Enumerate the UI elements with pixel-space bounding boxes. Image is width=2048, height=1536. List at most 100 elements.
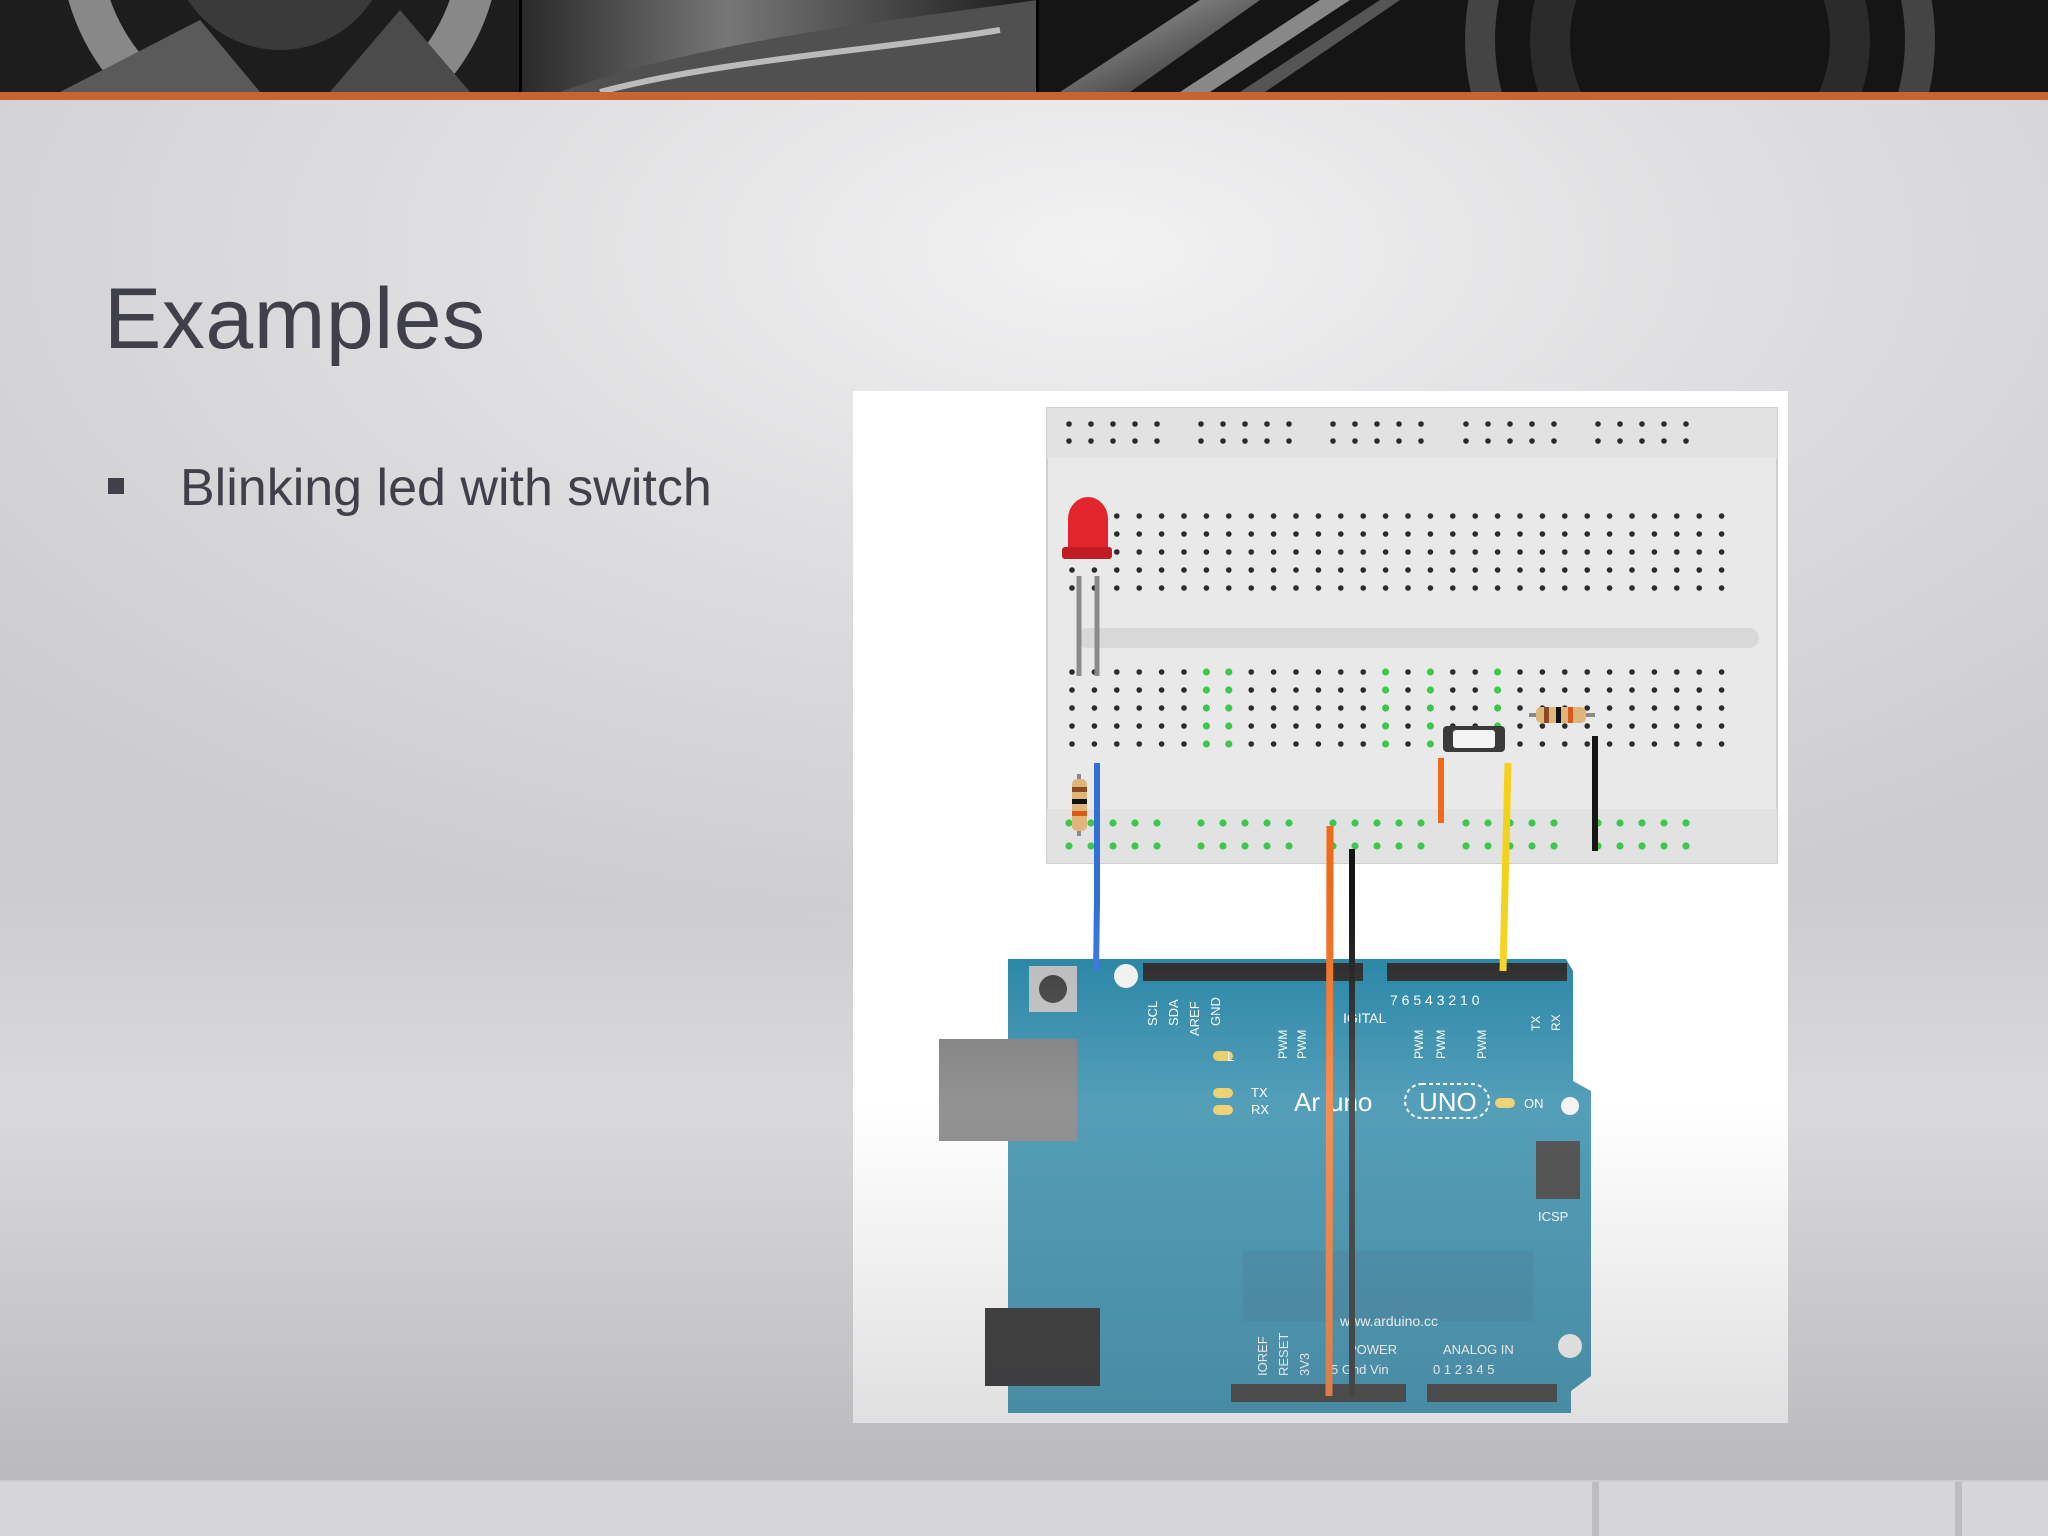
breadboard-hole: [1651, 723, 1658, 729]
breadboard-hole: [1091, 741, 1098, 747]
breadboard-hole: [1696, 669, 1702, 675]
breadboard-hole: [1131, 819, 1139, 827]
breadboard-hole: [1517, 687, 1523, 693]
breadboard-hole: [1417, 842, 1425, 850]
breadboard-hole: [1606, 531, 1613, 537]
breadboard-hole: [1181, 705, 1187, 711]
breadboard-hole: [1682, 842, 1690, 850]
led-tx-indicator: [1213, 1088, 1233, 1098]
breadboard-hole: [1528, 842, 1536, 850]
breadboard-hole: [1285, 819, 1293, 827]
breadboard-hole: [1315, 723, 1322, 729]
breadboard-hole: [1352, 438, 1358, 444]
breadboard-hole: [1225, 722, 1233, 730]
board-model: UNO: [1419, 1087, 1477, 1117]
breadboard-hole: [1114, 549, 1120, 555]
breadboard-hole: [1248, 567, 1254, 573]
breadboard-hole: [1315, 567, 1322, 573]
breadboard-hole: [1226, 567, 1232, 573]
breadboard-hole: [1606, 585, 1613, 591]
breadboard-hole: [1606, 705, 1613, 711]
breadboard-hole: [1595, 421, 1601, 427]
breadboard-hole: [1203, 567, 1210, 573]
breadboard-hole: [1114, 513, 1120, 519]
breadboard-hole: [1629, 741, 1635, 747]
breadboard-hole: [1315, 531, 1322, 537]
breadboard-hole: [1472, 687, 1478, 693]
breadboard-hole: [1136, 531, 1142, 537]
chip-area: [1243, 1251, 1533, 1321]
breadboard-hole: [1338, 723, 1344, 729]
breadboard-hole: [1674, 687, 1680, 693]
breadboard-hole: [1551, 421, 1557, 427]
breadboard-hole: [1338, 549, 1344, 555]
breadboard-hole: [1270, 513, 1277, 519]
breadboard-hole: [1485, 421, 1491, 427]
breadboard-hole: [1158, 741, 1165, 747]
breadboard-hole: [1539, 723, 1546, 729]
breadboard-hole: [1360, 549, 1366, 555]
breadboard-hole: [1718, 567, 1725, 573]
breadboard-hole: [1562, 723, 1568, 729]
breadboard-hole: [1202, 722, 1210, 730]
breadboard-hole: [1315, 549, 1322, 555]
breadboard-hole: [1494, 567, 1501, 573]
breadboard-hole: [1674, 549, 1680, 555]
breadboard-hole: [1396, 421, 1402, 427]
breadboard-hole: [1462, 842, 1470, 850]
breadboard-hole: [1494, 549, 1501, 555]
breadboard-hole: [1293, 567, 1299, 573]
tx-label: TX: [1251, 1085, 1268, 1100]
breadboard-hole: [1584, 513, 1590, 519]
breadboard-hole: [1418, 438, 1424, 444]
breadboard-hole: [1198, 438, 1204, 444]
breadboard-hole: [1197, 819, 1205, 827]
breadboard-hole: [1338, 567, 1344, 573]
breadboard-hole: [1158, 549, 1165, 555]
breadboard-hole: [1158, 687, 1165, 693]
led-component: [1062, 497, 1112, 676]
breadboard-hole: [1315, 705, 1322, 711]
breadboard-hole: [1674, 723, 1680, 729]
breadboard-hole: [1584, 723, 1590, 729]
power-pin-numbers: 5 Gnd Vin: [1331, 1362, 1389, 1377]
breadboard-hole: [1484, 842, 1492, 850]
breadboard-hole: [1595, 438, 1601, 444]
wheel-photo-decoration: [0, 0, 2048, 92]
breadboard-hole: [1293, 669, 1299, 675]
breadboard-hole: [1069, 567, 1075, 573]
breadboard-hole: [1315, 513, 1322, 519]
breadboard-hole: [1651, 741, 1658, 747]
breadboard-hole: [1158, 669, 1165, 675]
breadboard-hole: [1136, 687, 1142, 693]
breadboard-hole: [1472, 513, 1478, 519]
breadboard-hole: [1338, 687, 1344, 693]
breadboard-hole: [1472, 531, 1478, 537]
breadboard-hole: [1087, 819, 1095, 827]
breadboard-hole: [1136, 513, 1142, 519]
footer-divider: [1592, 1482, 1599, 1536]
footer-bar: [0, 1482, 2048, 1536]
breadboard-hole: [1674, 669, 1680, 675]
breadboard-hole: [1360, 567, 1366, 573]
breadboard-hole: [1450, 669, 1456, 675]
breadboard-hole: [1360, 513, 1366, 519]
icsp-label: ICSP: [1538, 1209, 1568, 1224]
breadboard-hole: [1517, 531, 1523, 537]
digital-pin-numbers: 7 6 5 4 3 2 1 0: [1390, 992, 1480, 1008]
breadboard-hole: [1638, 842, 1646, 850]
breadboard-hole: [1225, 740, 1233, 748]
breadboard-hole: [1114, 567, 1120, 573]
breadboard-hole: [1718, 723, 1725, 729]
breadboard-hole: [1718, 549, 1725, 555]
breadboard-hole: [1718, 741, 1725, 747]
power-header: [1231, 1384, 1406, 1402]
breadboard-hole: [1417, 819, 1425, 827]
pin-label-sda: SDA: [1166, 999, 1181, 1026]
breadboard-hole: [1114, 741, 1120, 747]
breadboard-hole: [1405, 513, 1411, 519]
breadboard-hole: [1202, 704, 1210, 712]
breadboard-hole: [1293, 741, 1299, 747]
breadboard-hole: [1136, 549, 1142, 555]
